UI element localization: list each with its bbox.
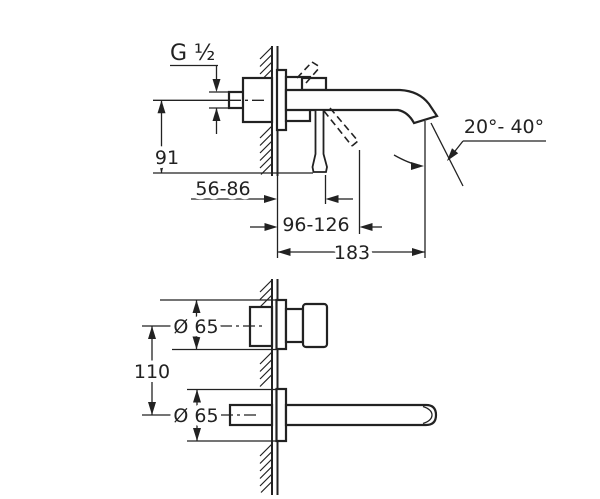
label-183: 183 xyxy=(334,242,370,264)
cartridge-boss xyxy=(300,76,328,92)
spout-escutcheon xyxy=(275,387,288,443)
wall-hatch-top xyxy=(259,46,273,175)
dim-56-86 xyxy=(191,195,353,203)
side-view-extension-lines xyxy=(153,91,426,258)
label-angle: 20°- 40° xyxy=(464,116,544,138)
wall-hatch-bottom xyxy=(259,279,273,493)
label-dia65-handle: Ø 65 xyxy=(173,316,218,338)
lever-forward-dashed xyxy=(323,107,359,147)
handle-neck xyxy=(284,307,305,344)
label-91: 91 xyxy=(155,147,179,169)
dim-dia65-handle xyxy=(160,299,276,351)
label-110: 110 xyxy=(134,361,170,383)
spout-bar xyxy=(284,403,438,427)
dim-spout-angle xyxy=(393,122,546,187)
dim-183 xyxy=(277,248,425,256)
handle-knob xyxy=(301,302,329,349)
label-56-86: 56-86 xyxy=(195,178,250,200)
label-96-126: 96-126 xyxy=(282,214,349,236)
dim-thread xyxy=(170,64,221,134)
front-view-handle xyxy=(248,298,329,351)
lever-raised-dashed xyxy=(296,61,321,84)
spout-cap-line xyxy=(422,405,433,425)
label-dia65-spout: Ø 65 xyxy=(173,405,218,427)
handle-escutcheon xyxy=(275,298,288,351)
label-thread: G ½ xyxy=(170,41,215,66)
front-view-spout xyxy=(228,387,438,443)
side-view-faucet xyxy=(227,61,439,173)
dim-110 xyxy=(142,325,172,416)
dim-96-126 xyxy=(250,223,382,231)
escutcheon-side xyxy=(275,68,288,132)
dim-91 xyxy=(157,100,166,173)
lever-handle xyxy=(311,109,328,173)
spout xyxy=(284,88,439,125)
dim-dia65-spout xyxy=(187,388,276,442)
